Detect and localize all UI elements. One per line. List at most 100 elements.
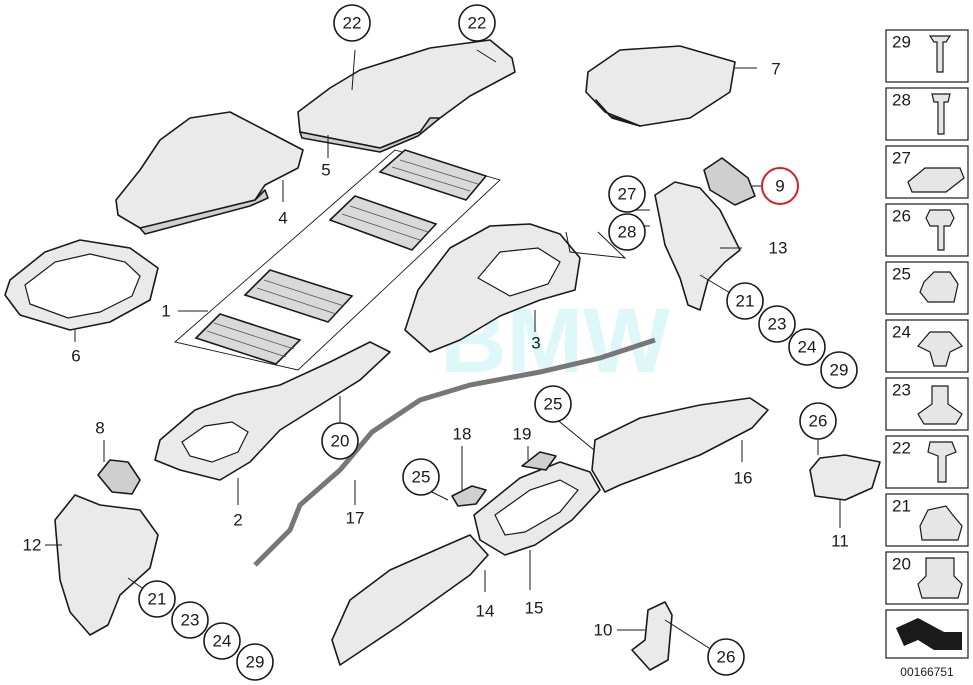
filter-c	[243, 269, 354, 323]
label-10[interactable]: 10	[594, 621, 613, 640]
legend-item-21[interactable]: 21	[892, 497, 963, 541]
svg-text:25: 25	[544, 395, 563, 414]
svg-text:22: 22	[468, 14, 487, 33]
callout-20[interactable]: 20	[321, 422, 359, 460]
legend-item-22[interactable]: 22	[892, 439, 957, 483]
svg-text:26: 26	[717, 648, 736, 667]
svg-text:28: 28	[618, 223, 637, 242]
svg-text:28: 28	[892, 91, 911, 110]
callout-21[interactable]: 21	[726, 282, 764, 320]
svg-text:23: 23	[181, 611, 200, 630]
legend-item-29[interactable]: 29	[892, 33, 952, 73]
part-18-clip[interactable]	[451, 446, 487, 507]
svg-text:20: 20	[892, 555, 911, 574]
expansion-rivet-icon	[917, 331, 963, 367]
callout-28[interactable]: 28	[608, 213, 646, 251]
label-3[interactable]: 3	[531, 334, 540, 353]
part-8-clip[interactable]	[97, 440, 141, 495]
legend-item-27[interactable]: 27	[892, 149, 965, 193]
filter-d	[194, 313, 302, 365]
part-16-panel[interactable]	[591, 397, 769, 493]
label-15[interactable]: 15	[525, 599, 544, 618]
legend-item-24[interactable]: 24	[892, 323, 963, 367]
legend-item-25[interactable]: 25	[892, 265, 959, 303]
label-2[interactable]: 2	[233, 511, 242, 530]
part-13-duct[interactable]	[654, 181, 742, 311]
legend-item-20[interactable]: 20	[892, 555, 963, 599]
callout-29[interactable]: 29	[236, 643, 274, 681]
flange-screw-icon	[927, 441, 957, 483]
callout-21[interactable]: 21	[138, 580, 176, 618]
callout-29[interactable]: 29	[820, 351, 858, 389]
label-18[interactable]: 18	[453, 425, 472, 444]
legend-item-23[interactable]: 23	[892, 381, 963, 425]
label-11[interactable]: 11	[831, 532, 849, 551]
label-8[interactable]: 8	[95, 419, 104, 438]
svg-text:25: 25	[892, 265, 911, 284]
callout-24[interactable]: 24	[788, 328, 826, 366]
navigation-arrow[interactable]	[896, 618, 962, 650]
part-9-flap[interactable]	[703, 157, 762, 206]
diagram-id: 00166751	[900, 665, 954, 679]
part-17-seal[interactable]	[253, 337, 656, 567]
part-2-duct[interactable]	[154, 341, 391, 505]
callout-25[interactable]: 25	[402, 458, 440, 496]
label-16[interactable]: 16	[734, 469, 753, 488]
label-17[interactable]: 17	[346, 509, 365, 528]
label-14[interactable]: 14	[476, 602, 495, 621]
hex-screw-icon	[925, 209, 955, 251]
callout-23[interactable]: 23	[171, 601, 209, 639]
part-6-gasket[interactable]	[4, 239, 159, 342]
svg-text:29: 29	[246, 653, 265, 672]
legend-panel: 29 28 27 26 25 24 23 22	[885, 29, 969, 659]
svg-text:21: 21	[892, 497, 911, 516]
label-4[interactable]: 4	[278, 209, 287, 228]
rivet-icon	[928, 35, 952, 73]
callout-9-selected[interactable]: 9	[761, 167, 799, 205]
svg-text:24: 24	[213, 632, 232, 651]
label-7[interactable]: 7	[771, 60, 780, 79]
part-5-cover[interactable]	[297, 39, 516, 158]
label-1[interactable]: 1	[161, 302, 170, 321]
label-13[interactable]: 13	[769, 239, 788, 258]
part-4-cover[interactable]	[115, 111, 304, 235]
screw-icon	[931, 93, 951, 135]
part-7-lid[interactable]	[585, 45, 757, 127]
callout-25[interactable]: 25	[534, 385, 572, 423]
part-10-bracket[interactable]	[617, 601, 673, 671]
label-5[interactable]: 5	[321, 161, 330, 180]
part-14-panel[interactable]	[331, 534, 489, 666]
arrow-icon	[896, 618, 962, 650]
push-clip-icon	[919, 505, 963, 541]
hex-nut-icon	[919, 271, 959, 303]
callout-24[interactable]: 24	[203, 622, 241, 660]
svg-text:22: 22	[892, 439, 911, 458]
part-19-clip[interactable]	[521, 446, 557, 471]
svg-text:26: 26	[892, 207, 911, 226]
label-6[interactable]: 6	[71, 347, 80, 366]
svg-text:23: 23	[892, 381, 911, 400]
clip-nut-icon	[907, 167, 965, 193]
svg-text:22: 22	[343, 14, 362, 33]
label-19[interactable]: 19	[513, 425, 532, 444]
part-3-housing[interactable]	[404, 223, 627, 353]
callout-22[interactable]: 22	[458, 4, 496, 42]
callout-23[interactable]: 23	[758, 305, 796, 343]
part-15-tray[interactable]	[473, 461, 601, 590]
callout-26[interactable]: 26	[707, 638, 745, 676]
legend-item-28[interactable]: 28	[892, 91, 951, 135]
filter-b	[328, 195, 438, 251]
callout-26[interactable]: 26	[799, 402, 837, 440]
callout-22[interactable]: 22	[333, 4, 371, 42]
callout-27[interactable]: 27	[608, 175, 646, 213]
part-1-microfilters[interactable]	[174, 149, 501, 371]
legend-item-26[interactable]: 26	[892, 207, 955, 251]
svg-text:20: 20	[331, 432, 350, 451]
svg-text:9: 9	[775, 177, 784, 196]
svg-text:24: 24	[892, 323, 911, 342]
part-12-duct[interactable]	[45, 494, 159, 636]
svg-text:29: 29	[892, 33, 911, 52]
part-11-bracket[interactable]	[809, 454, 881, 528]
label-12[interactable]: 12	[23, 536, 42, 555]
